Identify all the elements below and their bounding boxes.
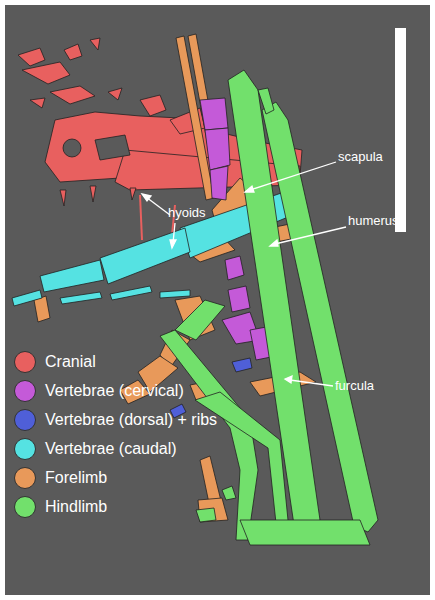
scapula-label: scapula <box>338 150 383 164</box>
legend-row: Hindlimb <box>14 495 107 519</box>
hyoids-label: hyoids <box>168 206 206 220</box>
legend-swatch <box>14 409 36 431</box>
legend-swatch <box>14 380 36 402</box>
legend-row: Vertebrae (cervical) <box>14 379 184 403</box>
legend-swatch <box>14 496 36 518</box>
legend-text: Forelimb <box>45 469 107 487</box>
furcula-label: furcula <box>335 379 374 393</box>
legend-text: Cranial <box>45 353 96 371</box>
humerus-label: humerus <box>348 214 399 228</box>
legend-row: Vertebrae (caudal) <box>14 437 177 461</box>
legend-swatch <box>14 467 36 489</box>
legend-row: Cranial <box>14 350 96 374</box>
legend-swatch <box>14 438 36 460</box>
legend-text: Vertebrae (dorsal) + ribs <box>45 411 217 429</box>
legend-swatch <box>14 351 36 373</box>
legend-row: Vertebrae (dorsal) + ribs <box>14 408 217 432</box>
legend-text: Hindlimb <box>45 498 107 516</box>
legend-text: Vertebrae (cervical) <box>45 382 184 400</box>
legend-text: Vertebrae (caudal) <box>45 440 177 458</box>
legend-row: Forelimb <box>14 466 107 490</box>
